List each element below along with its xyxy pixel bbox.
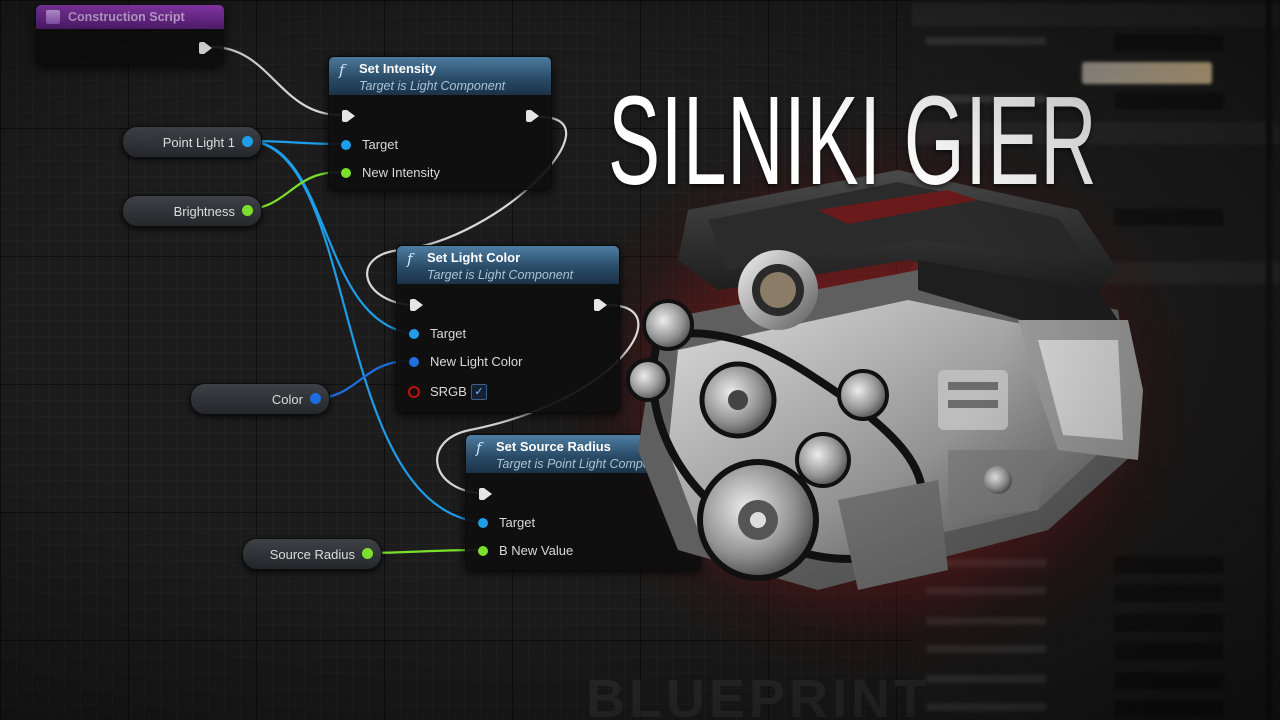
construction-script-node[interactable]: Construction Script <box>36 5 224 65</box>
page-title: SILNIKI GIER <box>608 70 1098 211</box>
float-pin-icon[interactable] <box>478 546 488 556</box>
struct-pin-icon[interactable] <box>310 393 321 404</box>
function-icon: f <box>407 250 413 268</box>
exec-pin-icon[interactable] <box>342 110 355 122</box>
srgb-checkbox[interactable]: ✓ <box>471 384 487 400</box>
pin-label: Target <box>430 326 467 341</box>
node-title: Set Source Radius <box>496 439 611 454</box>
exec-pin-icon[interactable] <box>526 110 539 122</box>
variable-point-light-label: Point Light 1 <box>162 135 235 150</box>
engine-image <box>626 170 1143 590</box>
function-icon: f <box>339 61 345 79</box>
struct-pin-icon[interactable] <box>409 357 419 367</box>
variable-brightness[interactable]: Brightness <box>122 195 262 227</box>
construction-script-icon <box>46 10 60 24</box>
node-subtitle: Target is Light Component <box>427 268 574 282</box>
target-pin-icon[interactable] <box>478 518 488 528</box>
pin-label: Target <box>499 515 536 530</box>
function-icon: f <box>476 439 482 457</box>
node-title: Set Light Color <box>427 250 521 265</box>
target-pin-icon[interactable] <box>341 140 351 150</box>
pin-label: SRGB <box>430 384 467 399</box>
float-pin-icon[interactable] <box>242 205 253 216</box>
float-pin-icon[interactable] <box>341 168 351 178</box>
object-pin-icon[interactable] <box>242 136 253 147</box>
float-pin-icon[interactable] <box>362 548 373 559</box>
construction-script-title: Construction Script <box>68 10 185 24</box>
variable-source-radius[interactable]: Source Radius <box>242 538 382 570</box>
pin-label: New Light Color <box>430 354 523 369</box>
exec-wire-construction-to-intensity <box>210 45 342 117</box>
variable-point-light[interactable]: Point Light 1 <box>122 126 262 158</box>
set-light-color-node[interactable]: f Set Light Color Target is Light Compon… <box>396 245 620 413</box>
bool-pin-icon[interactable] <box>408 386 420 398</box>
pin-label: Target <box>362 137 399 152</box>
exec-pin-icon[interactable] <box>594 299 607 311</box>
variable-source-radius-label: Source Radius <box>269 547 355 562</box>
set-intensity-node[interactable]: f Set Intensity Target is Light Componen… <box>328 56 552 190</box>
pin-label: B New Value <box>499 543 574 558</box>
target-pin-icon[interactable] <box>409 329 419 339</box>
exec-pin-icon[interactable] <box>479 488 492 500</box>
variable-color-label: Color <box>271 392 303 407</box>
variable-brightness-label: Brightness <box>173 204 235 219</box>
node-title: Set Intensity <box>359 61 437 76</box>
exec-pin-icon[interactable] <box>199 42 212 54</box>
exec-pin-icon[interactable] <box>410 299 423 311</box>
node-subtitle: Target is Light Component <box>359 79 506 93</box>
variable-color[interactable]: Color <box>190 383 330 415</box>
pin-label: New Intensity <box>362 165 441 180</box>
